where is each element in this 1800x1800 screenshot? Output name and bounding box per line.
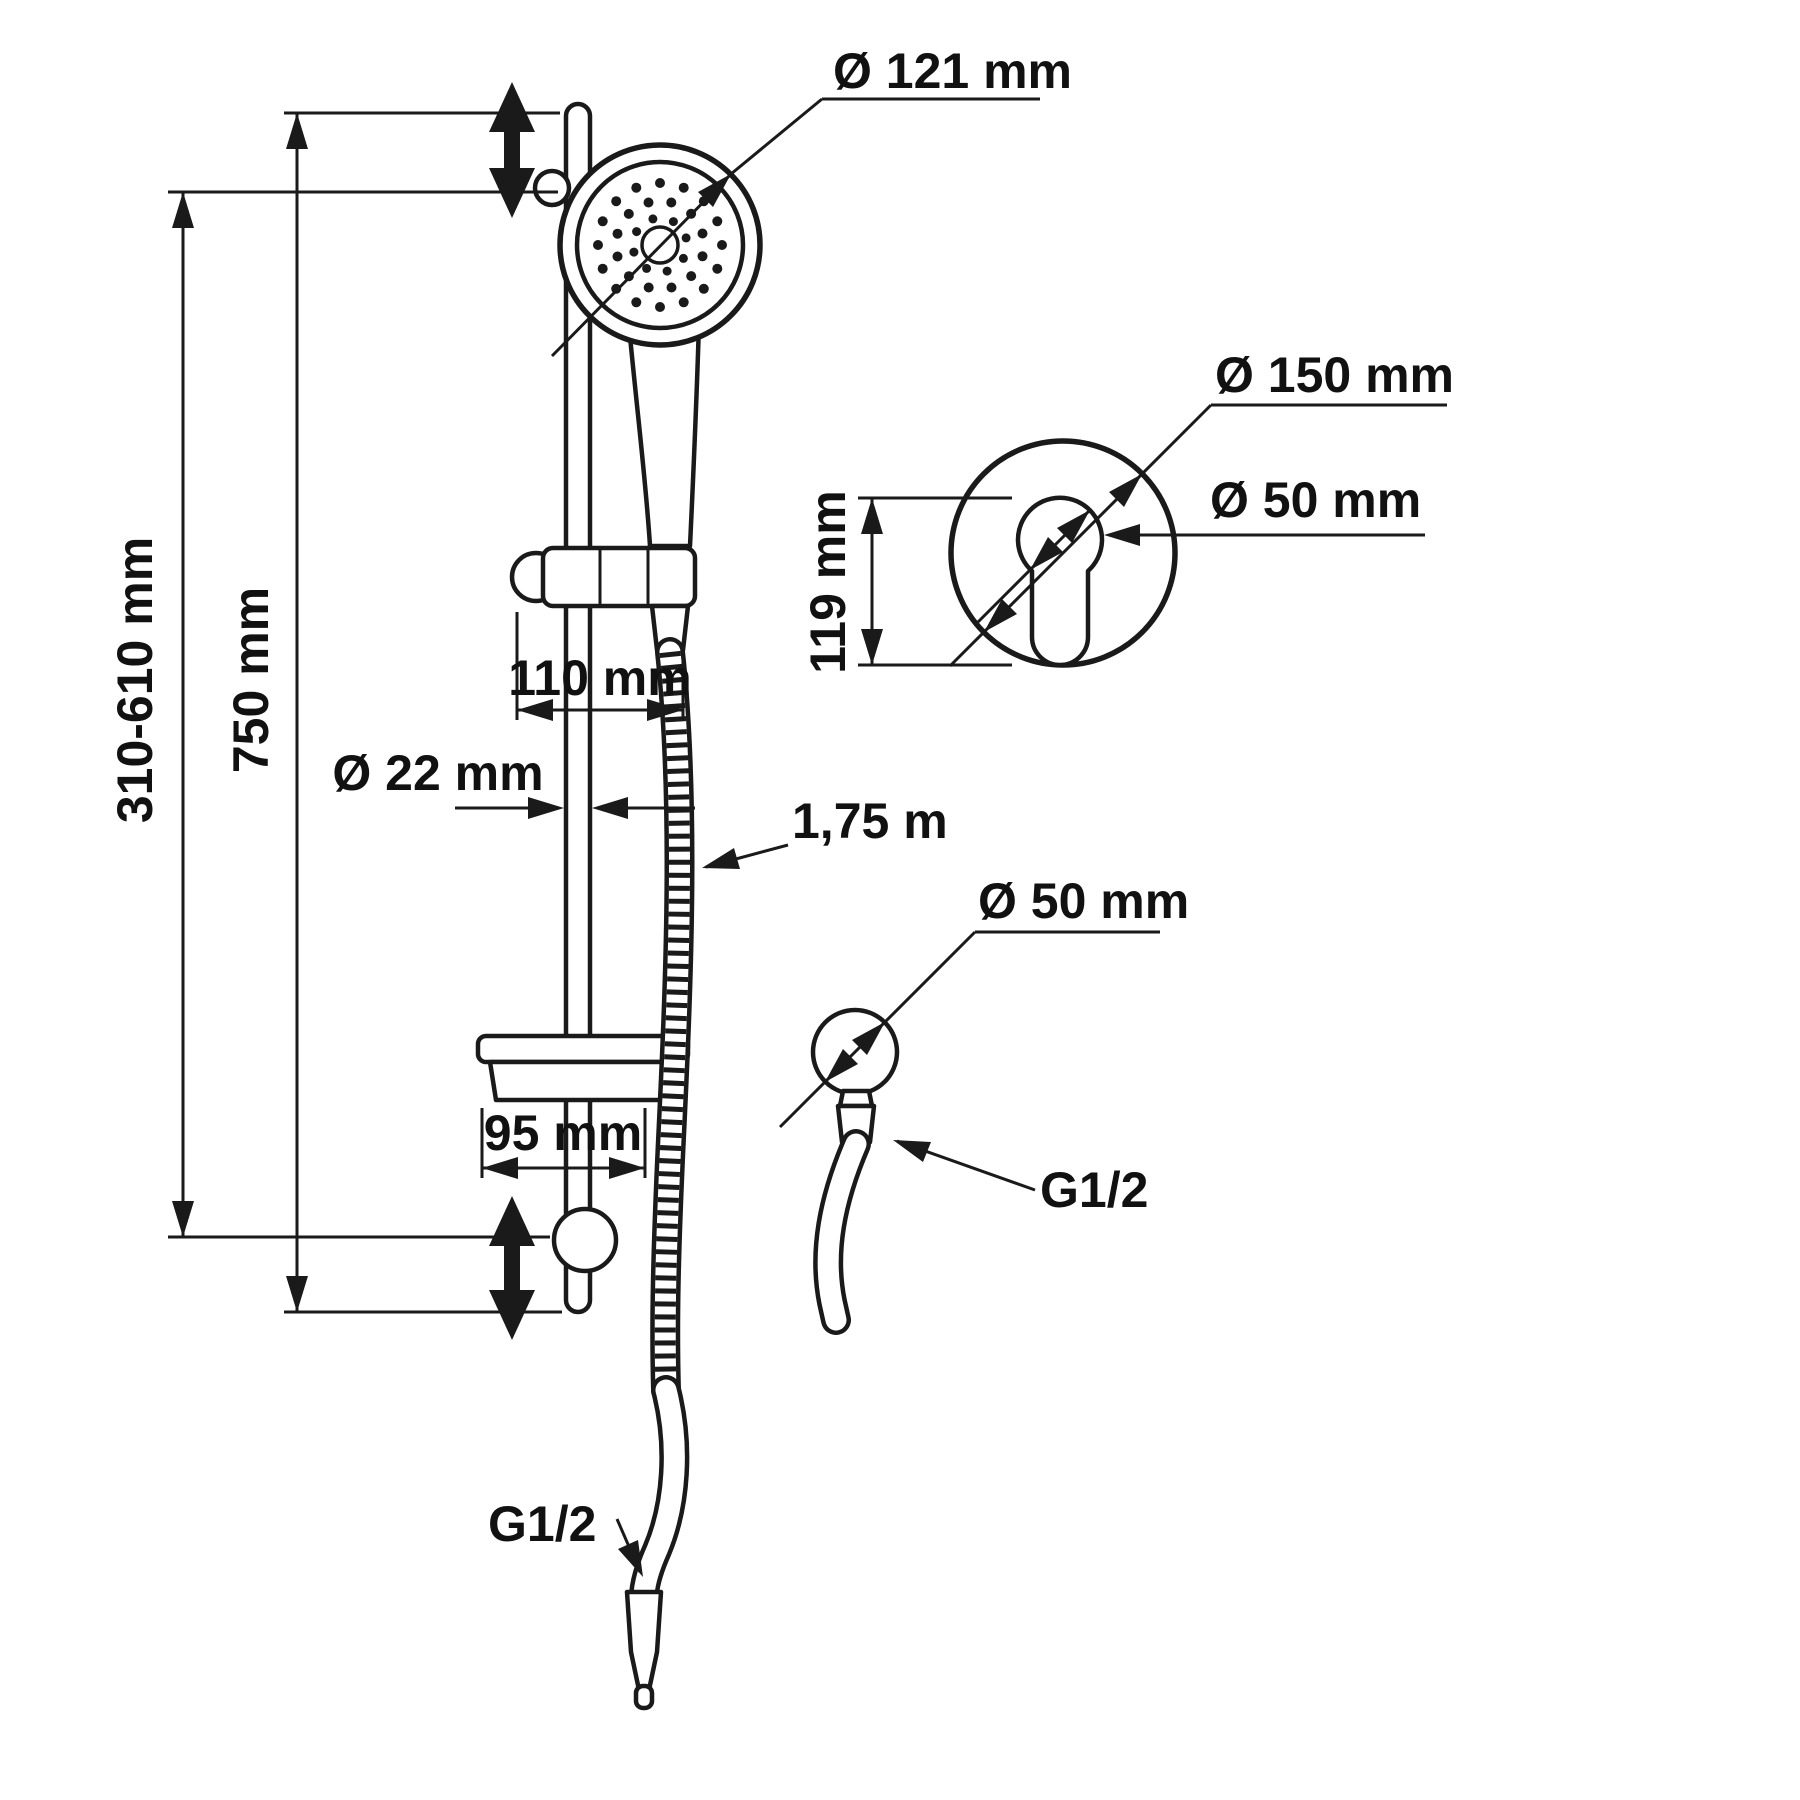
dim-hose-thread <box>615 1518 643 1577</box>
label-dish-width: 95 mm <box>484 1105 642 1161</box>
adjustability-arrow-bottom <box>489 1196 535 1340</box>
dim-outlet-diameter <box>778 930 1160 1129</box>
dim-holder-width <box>515 612 685 721</box>
label-outlet-diameter: Ø 50 mm <box>978 873 1189 929</box>
dim-bar-diameter <box>455 797 695 819</box>
shower-rail <box>532 101 593 1315</box>
dim-adjust-range <box>168 190 558 1239</box>
label-bar-diameter: Ø 22 mm <box>332 745 543 801</box>
wall-outlet <box>810 1007 900 1335</box>
hose-end-fitting <box>624 1589 664 1693</box>
dim-bar-length <box>284 111 562 1314</box>
label-holder-width: 110 mm <box>508 650 691 706</box>
dim-hose-length <box>702 843 789 869</box>
label-mixer-height: 119 mm <box>800 490 856 673</box>
lower-slider-knob <box>551 1206 619 1274</box>
dim-outlet-thread <box>893 1139 1036 1192</box>
dim-dish-width <box>480 1108 647 1179</box>
label-hose-thread: G1/2 <box>488 1496 596 1552</box>
label-bar-length: 750 mm <box>223 587 279 773</box>
shower-hose <box>624 637 695 1711</box>
hand-shower-handle <box>626 320 702 549</box>
mixer-handle <box>1015 495 1105 668</box>
dim-mixer-plate-diameter <box>948 403 1447 668</box>
dim-head-diameter <box>550 97 1040 358</box>
soap-dish <box>475 1033 691 1103</box>
rail-bracket <box>532 168 572 208</box>
dim-mixer-height <box>858 496 1012 667</box>
label-adjust-range: 310-610 mm <box>107 537 163 823</box>
label-mixer-plate-diameter: Ø 150 mm <box>1215 347 1454 403</box>
label-head-diameter: Ø 121 mm <box>833 43 1072 99</box>
adjustability-arrow-top <box>489 82 535 218</box>
label-mixer-handle-diameter: Ø 50 mm <box>1210 472 1421 528</box>
label-outlet-thread: G1/2 <box>1040 1162 1148 1218</box>
label-hose-length: 1,75 m <box>792 793 948 849</box>
slider-holder <box>509 545 698 653</box>
dim-mixer-handle-diameter <box>976 508 1425 624</box>
